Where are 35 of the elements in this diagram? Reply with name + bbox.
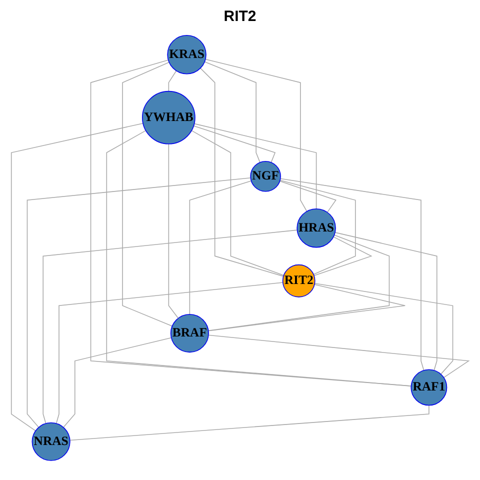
connector — [193, 125, 276, 163]
node-circle: RAF1 — [410, 369, 448, 406]
node-circle: KRAS — [167, 34, 206, 74]
connector — [189, 180, 252, 315]
connector — [200, 68, 284, 277]
connector — [63, 337, 172, 428]
connector — [194, 123, 317, 210]
connector — [314, 283, 454, 375]
connector — [168, 144, 179, 319]
node-circle: HRAS — [296, 208, 336, 248]
diagram-title: RIT2 — [224, 8, 256, 25]
connector — [279, 180, 336, 213]
connector — [191, 130, 284, 276]
connector — [26, 177, 252, 428]
connector — [90, 60, 412, 386]
connector — [168, 70, 177, 92]
connector — [334, 232, 438, 371]
connector — [280, 180, 356, 275]
node-circle: BRAF — [170, 314, 209, 353]
node-circle: RIT2 — [282, 264, 316, 298]
node-circle: NGF — [250, 160, 281, 192]
connector — [314, 236, 372, 276]
node-circle: NRAS — [32, 422, 70, 461]
connector — [42, 230, 298, 424]
connector — [122, 62, 173, 326]
connector — [70, 404, 430, 441]
connector — [10, 122, 144, 432]
connector — [208, 284, 406, 332]
connector — [106, 130, 412, 386]
connector — [208, 334, 470, 378]
node-circle: YWHAB — [142, 90, 196, 144]
connector — [205, 58, 308, 212]
connector — [208, 234, 390, 332]
connector — [56, 282, 284, 424]
connector — [204, 61, 260, 163]
